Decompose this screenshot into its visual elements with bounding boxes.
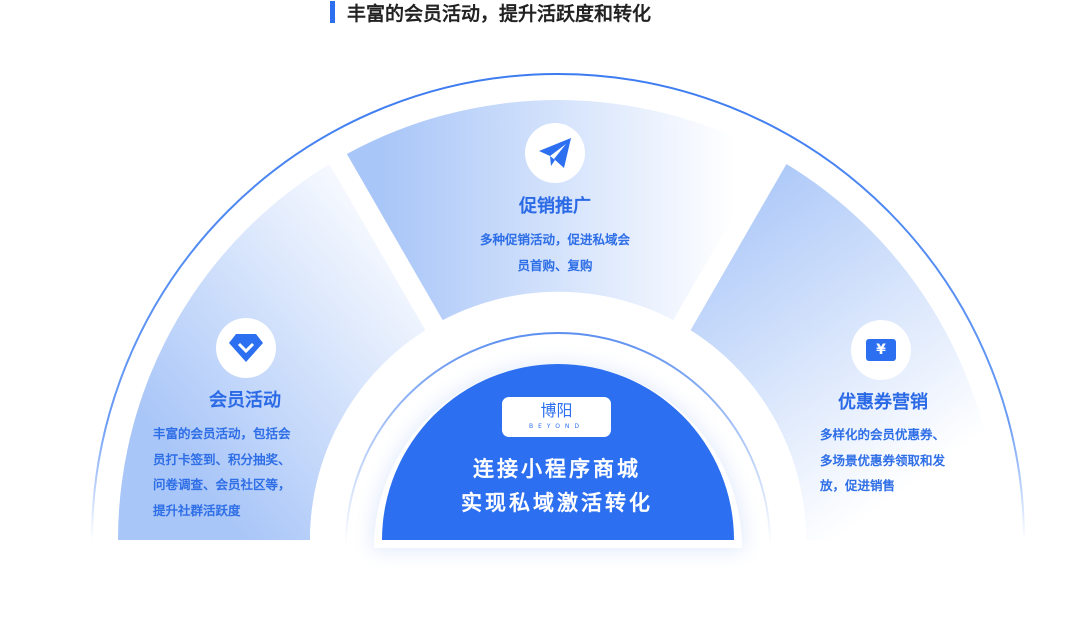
segment-title-member-activity: 会员活动 [209,390,281,411]
coupon-symbol: ¥ [866,339,896,361]
coupon-icon: ¥ [851,320,911,380]
title-accent-bar [330,1,335,23]
segment-middle [338,100,778,325]
center-headline: 连接小程序商城 实现私域激活转化 [382,452,732,520]
desc-line: 多场景优惠券领取和发 [820,452,946,468]
desc-line: 提升社群活跃度 [153,502,241,518]
segment-desc-coupon: 多样化的会员优惠券、 多场景优惠券领取和发 放，促进销售 [820,422,945,499]
desc-line: 员首购、复购 [517,257,593,273]
center-line: 连接小程序商城 [473,457,641,481]
segment-right [682,159,998,540]
logo-en: BEYOND [528,423,585,430]
segment-title-coupon: 优惠券营销 [838,392,928,413]
center-line: 实现私域激活转化 [461,491,653,515]
diamond-icon [216,318,276,378]
beyond-logo: 博阳 BEYOND [502,397,611,437]
segment-title-promotion: 促销推广 [519,196,591,217]
desc-line: 丰富的会员活动，包括会 [153,426,291,441]
desc-line: 放，促进销售 [820,478,896,493]
segment-desc-member-activity: 丰富的会员活动，包括会 员打卡签到、积分抽奖、 问卷调查、会员社区等， 提升社群… [153,421,291,523]
desc-line: 问卷调查、会员社区等， [153,477,291,492]
desc-line: 多种促销活动，促进私域会 [479,232,630,247]
title-text: 丰富的会员活动，提升活跃度和转化 [347,2,652,25]
segment-left [118,159,434,540]
page-title: 丰富的会员活动，提升活跃度和转化 [330,0,652,25]
desc-line: 员打卡签到、积分抽奖、 [153,451,291,467]
segment-desc-promotion: 多种促销活动，促进私域会 员首购、复购 [455,227,655,278]
inner-arc [345,332,771,546]
center-semicircle [382,364,734,540]
logo-cn: 博阳 [540,401,573,420]
desc-line: 多样化的会员优惠券、 [820,427,946,442]
outer-arc [91,73,1025,541]
paper-plane-icon [525,123,585,183]
